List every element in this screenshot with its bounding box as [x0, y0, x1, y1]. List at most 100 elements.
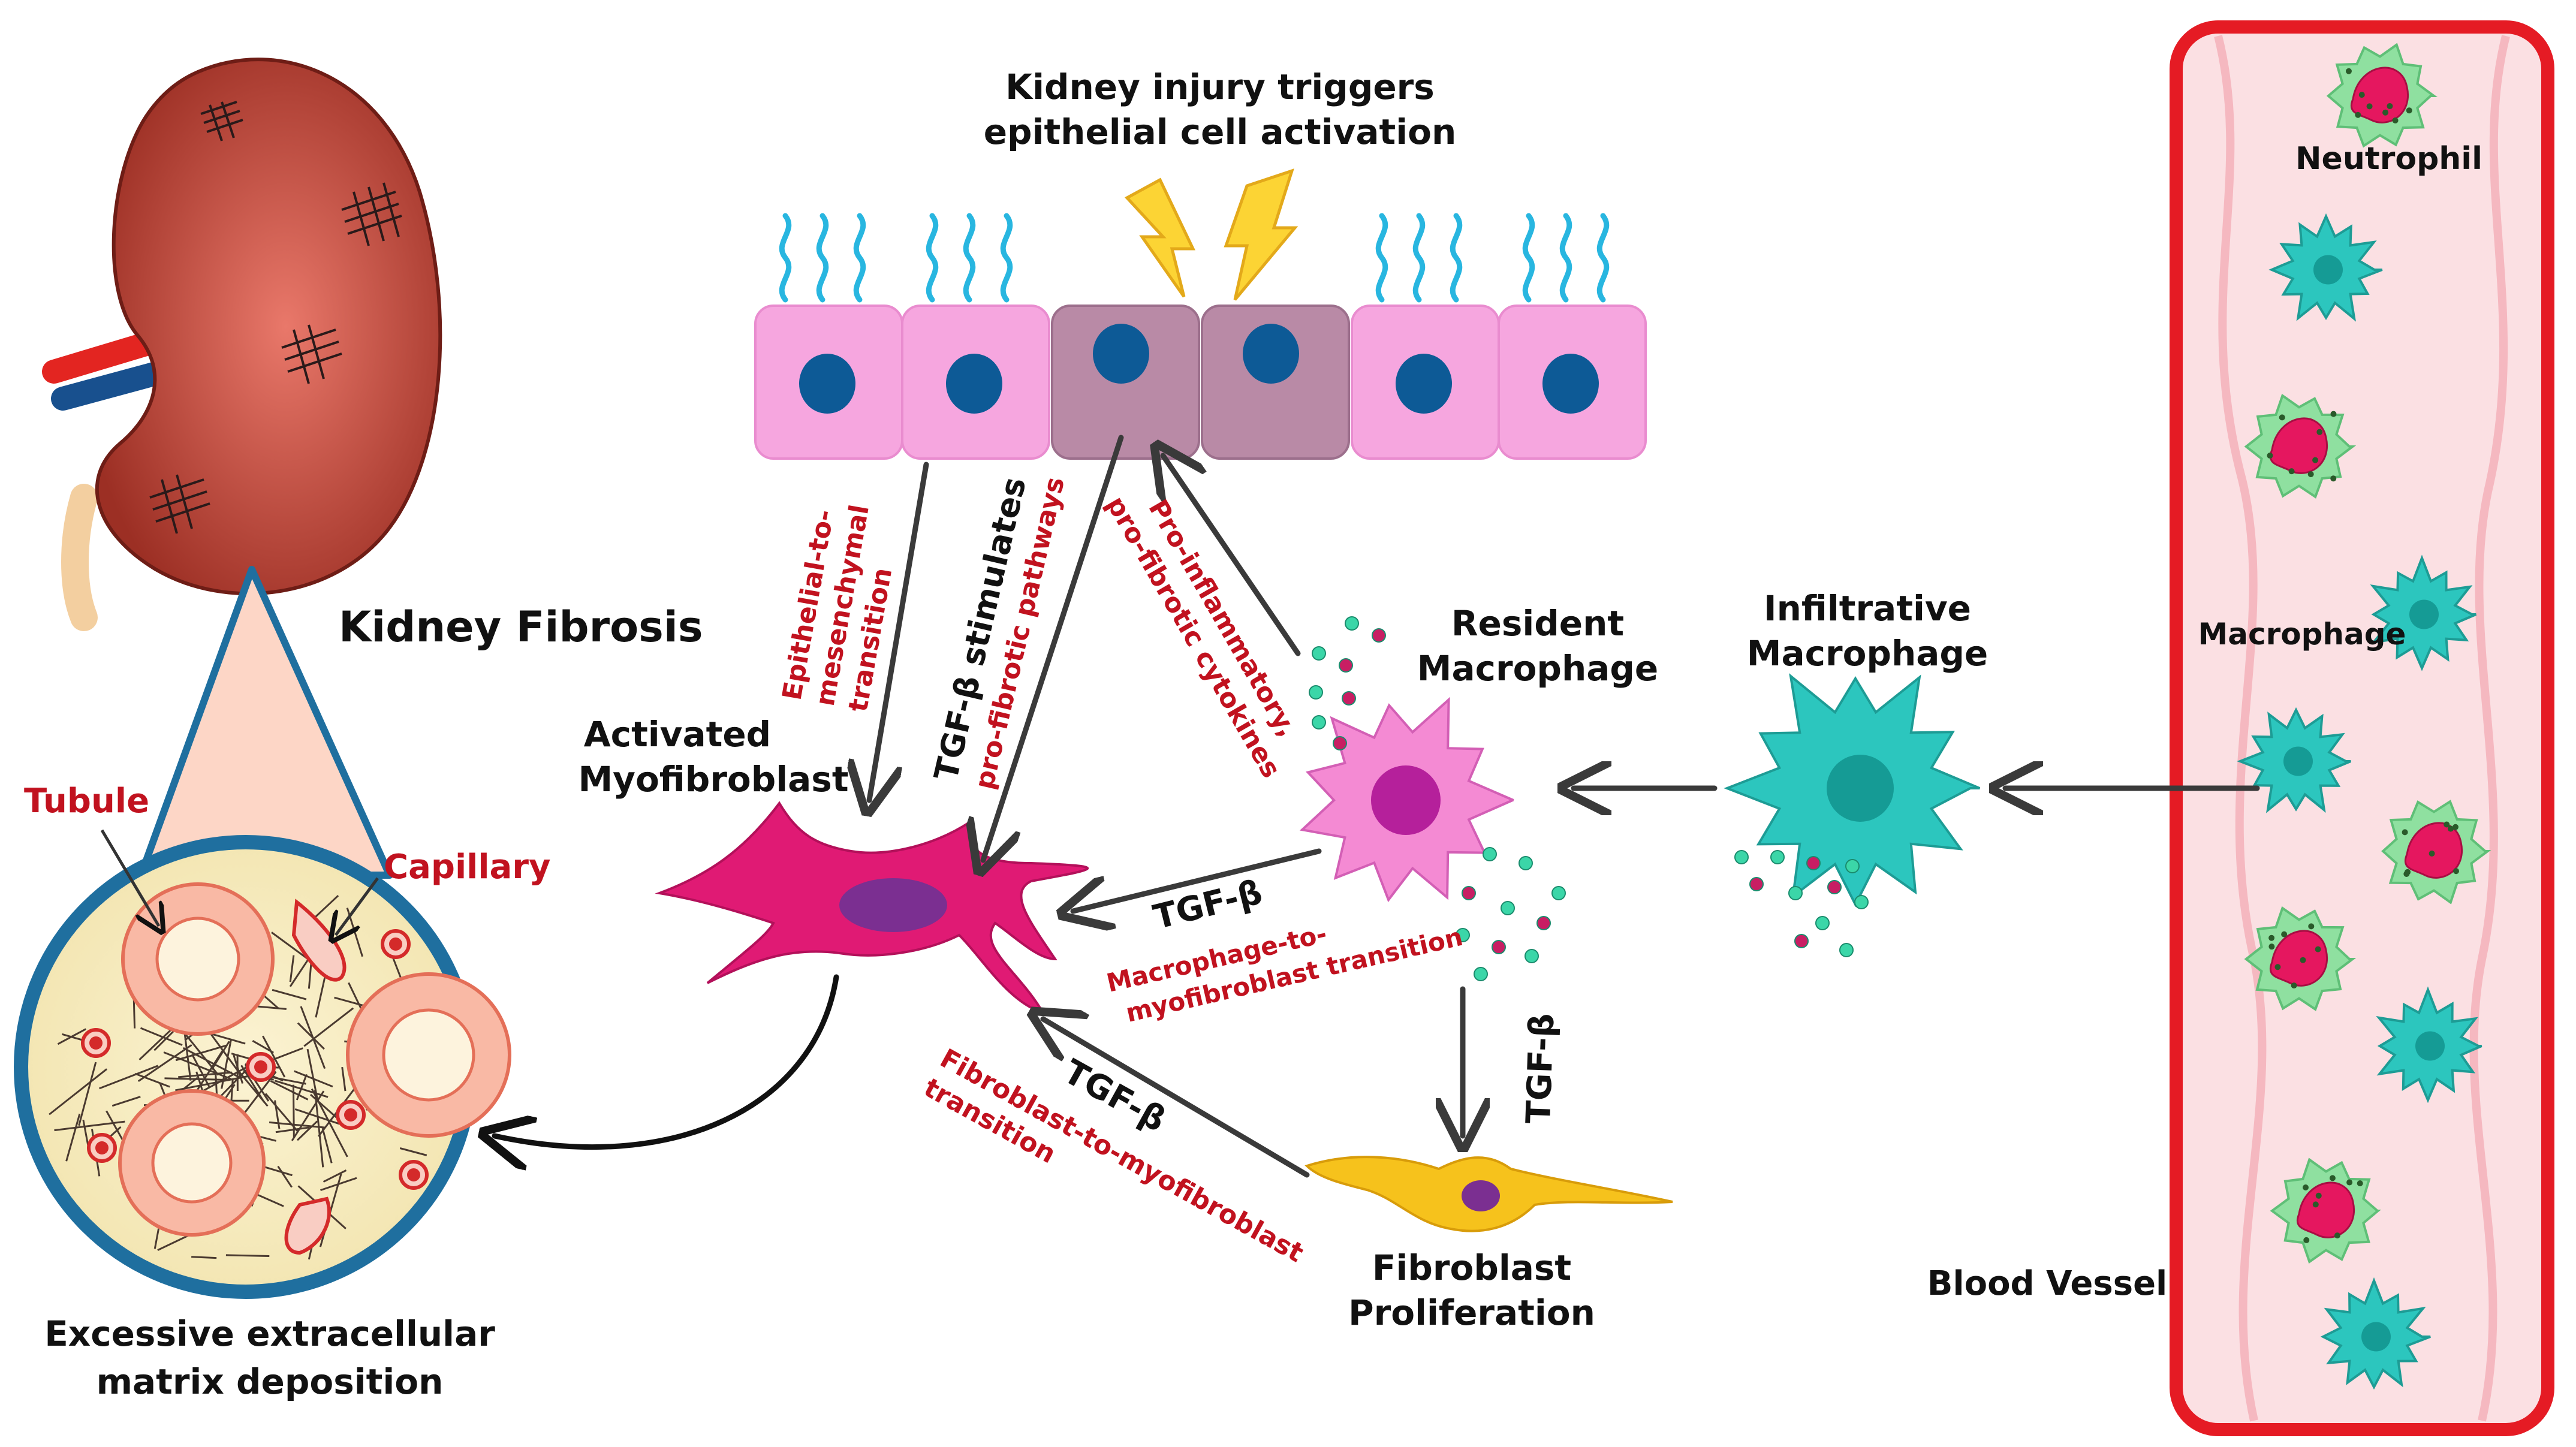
activated-label-line1: Activated	[584, 714, 771, 755]
macrophage-cell	[2237, 707, 2352, 813]
cilium	[853, 213, 866, 303]
fiber	[272, 988, 307, 1000]
fiber	[292, 1084, 295, 1138]
cytokine-dot	[1372, 628, 1386, 643]
cytokine-dot	[1749, 877, 1764, 891]
fiber	[225, 1254, 270, 1257]
arrow-tgf-stimulates	[983, 435, 1124, 860]
macrophage-label: Macrophage	[2198, 617, 2406, 652]
cytokine-dot	[1462, 886, 1476, 900]
fiber	[312, 894, 339, 921]
vessel-cells	[2237, 43, 2491, 1390]
svg-text:pro-fibrotic cytokines: pro-fibrotic cytokines	[1100, 491, 1287, 783]
cilium	[1412, 213, 1426, 303]
nucleus	[1542, 354, 1599, 414]
infiltrative-macrophage	[1724, 673, 1981, 908]
fibroblast-label-line1: Fibroblast	[1372, 1247, 1571, 1288]
arrow-emt	[869, 462, 929, 800]
tubule-pointer	[100, 829, 159, 926]
injury-label-line1: Kidney injury triggers	[1005, 67, 1435, 107]
fiber	[303, 1007, 354, 1047]
cilium	[1450, 213, 1463, 303]
neutrophil-cell	[2270, 1157, 2382, 1264]
fiber	[191, 1256, 217, 1259]
epithelial-cells	[754, 305, 1647, 460]
fiber	[262, 1035, 286, 1078]
infiltrative-macrophage-body	[1724, 673, 1981, 908]
cytokine-dot	[1333, 736, 1347, 750]
nucleus	[946, 354, 1002, 414]
fiber	[323, 1169, 347, 1183]
fiber	[112, 1096, 141, 1107]
fiber	[294, 1070, 333, 1088]
cilium	[963, 213, 976, 303]
fiber	[399, 1147, 427, 1156]
cytokine-dot	[1312, 715, 1326, 729]
fibroblast-label-line2: Proliferation	[1348, 1292, 1595, 1333]
resident-cytokine-dots	[1309, 616, 1566, 981]
fiber	[334, 996, 366, 1008]
cytokine-dot	[1501, 901, 1515, 915]
cilium	[1000, 213, 1013, 303]
cytokine-dot	[1519, 856, 1533, 870]
fiber	[277, 1165, 293, 1188]
cytokine-dot	[1854, 895, 1869, 909]
cytokine-dot	[1806, 856, 1821, 870]
fiber	[175, 1044, 227, 1062]
cilium	[926, 213, 939, 303]
tubule-label: Tubule	[24, 782, 149, 821]
fiber	[140, 1027, 183, 1046]
fiber	[137, 1044, 192, 1082]
cytokine-dot	[1345, 616, 1359, 631]
cytokine-dot	[1342, 691, 1356, 706]
cytokine-dot	[1339, 658, 1353, 673]
nucleus	[1243, 324, 1299, 384]
cilium	[1375, 213, 1388, 303]
arrow-mmt	[1073, 848, 1322, 911]
cytokine-dot	[1536, 916, 1551, 930]
nucleus	[1396, 354, 1452, 414]
tubule-1	[121, 882, 275, 1036]
cilium	[1522, 213, 1535, 303]
cytokine-dot	[1492, 940, 1506, 954]
fiber	[296, 1120, 318, 1141]
fiber	[233, 1054, 244, 1084]
infiltrative-label-line1: Infiltrative	[1764, 588, 1971, 629]
tgf-stimulates-annotation: TGF-β stimulates pro-fibrotic pathways	[927, 474, 1071, 792]
kidney-fibrosis-label: Kidney Fibrosis	[339, 602, 703, 652]
arrow-to-ecm	[495, 974, 839, 1147]
fibroblast	[1304, 1156, 1673, 1232]
macrophage-cell	[2370, 554, 2477, 671]
activated-myofibroblast	[655, 801, 1089, 1015]
fiber	[321, 1128, 333, 1163]
fiber	[264, 1093, 299, 1133]
capillaries	[81, 899, 429, 1255]
fiber	[341, 1066, 347, 1092]
fiber	[270, 1080, 309, 1101]
fiber	[78, 1062, 97, 1126]
injury-label-line2: epithelial cell activation	[984, 111, 1457, 152]
cytokine-dot	[1839, 943, 1854, 957]
cytokine-dot	[1474, 967, 1488, 981]
cilium	[1596, 213, 1610, 303]
cytokine-dot	[1309, 685, 1323, 700]
fiber	[178, 1071, 232, 1078]
ecm-label-line1: Excessive extracellular	[44, 1313, 495, 1354]
ureter	[61, 484, 98, 631]
neutrophil-cell	[2244, 393, 2357, 499]
fiber	[99, 1065, 159, 1090]
fiber	[294, 1108, 339, 1125]
arrow-cytokines	[1163, 456, 1301, 656]
ecm-cross-section	[14, 829, 511, 1299]
macrophage-cell	[2320, 1277, 2431, 1390]
neutrophil-cell	[2326, 43, 2438, 148]
infiltrative-label-line2: Macrophage	[1747, 633, 1989, 674]
macrophage-cell	[2268, 213, 2383, 322]
tubule-3	[118, 1089, 266, 1237]
blood-vessel-label: Blood Vessel	[1927, 1264, 2168, 1303]
cilium	[816, 213, 829, 303]
cilium	[1559, 213, 1572, 303]
cytokine-dot	[1551, 886, 1566, 900]
epithelial-layer	[754, 168, 1647, 460]
neutrophil-cell	[2381, 800, 2491, 905]
